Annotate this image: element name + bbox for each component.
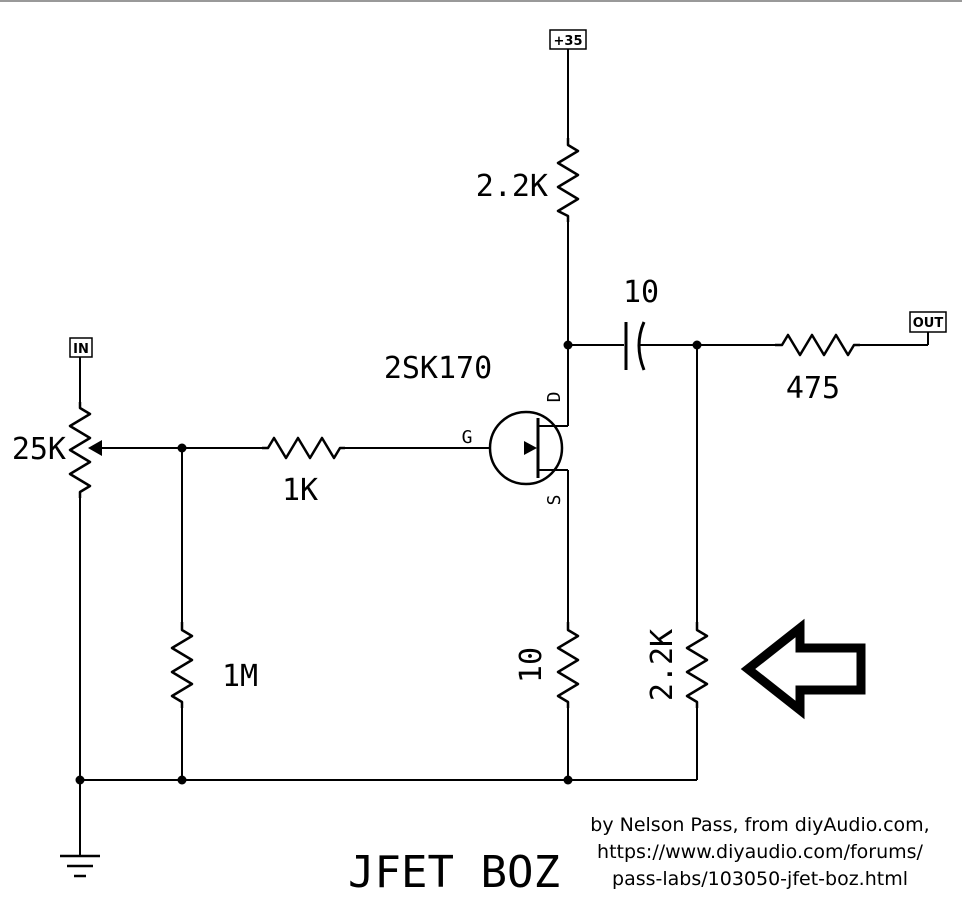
pin-gate-label: G — [462, 427, 473, 448]
credit-text: by Nelson Pass, from diyAudio.com, https… — [580, 812, 940, 893]
bias-resistor — [170, 622, 194, 708]
coupling-cap-plate-2 — [637, 321, 646, 371]
drain-resistor-label: 2.2K — [476, 169, 548, 204]
credit-line-3: pass-labs/103050-jfet-boz.html — [612, 868, 908, 890]
supply-port: +35 — [549, 29, 587, 50]
pin-drain-label: D — [544, 392, 565, 403]
input-port: IN — [69, 337, 93, 358]
credit-line-1: by Nelson Pass, from diyAudio.com, — [590, 814, 930, 836]
source-resistor-label: 10 — [514, 647, 549, 683]
svg-text:OUT: OUT — [913, 316, 944, 331]
jfet-part-label: 2SK170 — [384, 351, 492, 386]
shunt-resistor-label: 2.2K — [645, 629, 680, 701]
pin-source-label: S — [544, 495, 565, 506]
shunt-resistor — [685, 622, 709, 708]
junction-ground-2 — [177, 775, 187, 785]
output-resistor — [775, 333, 860, 357]
svg-text:IN: IN — [73, 342, 89, 357]
ground-icon — [60, 854, 100, 878]
jfet-2sk170 — [488, 410, 569, 486]
pot-wiper-arrow — [88, 440, 102, 456]
output-port: OUT — [909, 311, 947, 333]
bias-resistor-label: 1M — [222, 659, 258, 694]
gate-resistor-label: 1K — [282, 473, 318, 508]
source-resistor — [556, 622, 580, 708]
potentiometer — [68, 402, 92, 498]
diagram-title: JFET BOZ — [348, 847, 560, 898]
output-resistor-label: 475 — [786, 371, 840, 406]
pot-label: 25K — [12, 432, 66, 467]
hollow-arrow-left-icon — [740, 618, 866, 720]
svg-text:+35: +35 — [554, 34, 583, 49]
drain-resistor — [556, 138, 580, 222]
junction-ground-3 — [563, 775, 573, 785]
coupling-cap-label: 10 — [623, 275, 659, 310]
credit-line-2: https://www.diyaudio.com/forums/ — [597, 841, 923, 863]
gate-resistor — [262, 436, 345, 460]
